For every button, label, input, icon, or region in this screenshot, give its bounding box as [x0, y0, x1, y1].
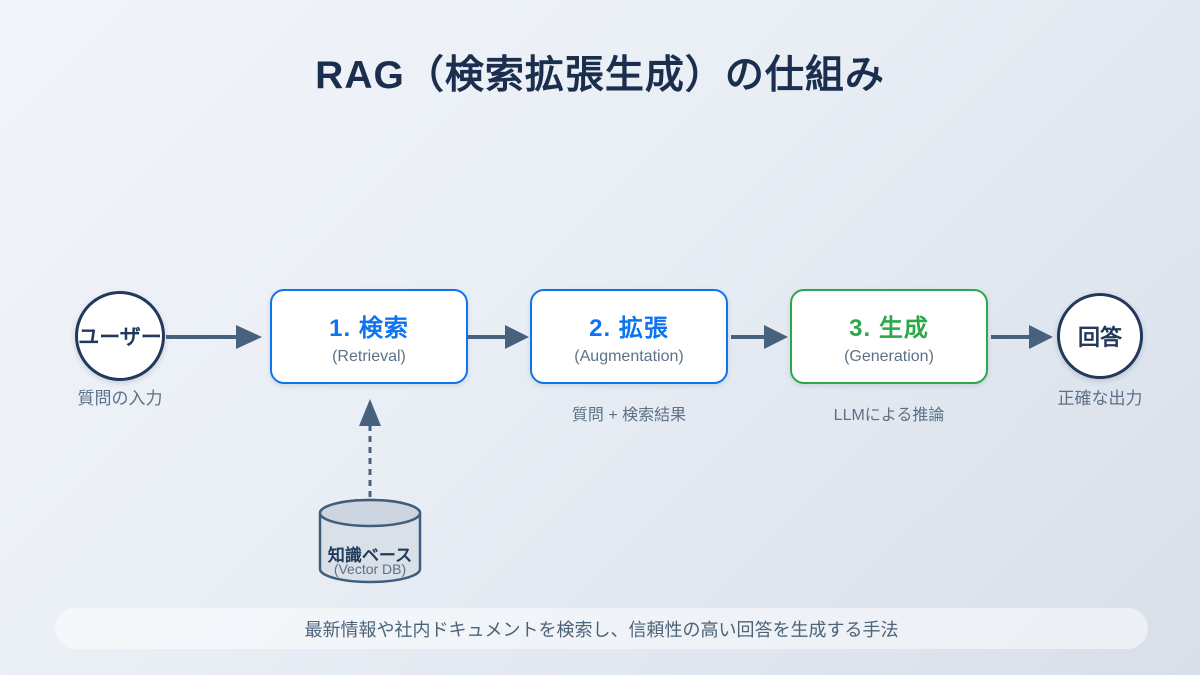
arrow-user-to-retrieval	[166, 325, 262, 349]
database-sublabel: (Vector DB)	[333, 561, 407, 577]
arrow-augmentation-to-generation	[731, 325, 788, 349]
step-subtitle-retrieval: (Retrieval)	[332, 347, 406, 365]
step-title-augmentation: 2. 拡張	[589, 314, 669, 342]
augmentation-caption: 質問 + 検索結果	[571, 407, 687, 424]
user-node-label: ユーザー	[78, 326, 162, 349]
page-title: RAG（検索拡張生成）の仕組み	[315, 54, 885, 97]
database-cylinder: 知識ベース (Vector DB)	[318, 497, 422, 585]
step-box-augmentation: 2. 拡張 (Augmentation)	[530, 289, 728, 384]
footer-note: 最新情報や社内ドキュメントを検索し、信頼性の高い回答を生成する手法	[55, 608, 1148, 649]
step-subtitle-generation: (Generation)	[844, 347, 934, 365]
answer-node-caption: 正確な出力	[1057, 389, 1143, 408]
user-node-caption: 質問の入力	[77, 389, 163, 408]
arrow-database-to-retrieval	[359, 399, 381, 497]
footer-note-text: 最新情報や社内ドキュメントを検索し、信頼性の高い回答を生成する手法	[304, 619, 899, 640]
arrow-retrieval-to-augmentation	[468, 325, 529, 349]
database-icon	[318, 498, 422, 584]
database-label: 知識ベース	[327, 546, 413, 565]
generation-caption: LLMによる推論	[833, 407, 945, 424]
step-title-generation: 3. 生成	[849, 314, 929, 342]
user-node: ユーザー	[75, 291, 165, 381]
answer-node-label: 回答	[1077, 325, 1122, 350]
step-box-generation: 3. 生成 (Generation)	[790, 289, 988, 384]
step-subtitle-augmentation: (Augmentation)	[574, 347, 684, 365]
arrow-generation-to-answer	[991, 325, 1053, 349]
answer-node: 回答	[1057, 293, 1143, 379]
step-title-retrieval: 1. 検索	[329, 314, 409, 342]
step-box-retrieval: 1. 検索 (Retrieval)	[270, 289, 468, 384]
